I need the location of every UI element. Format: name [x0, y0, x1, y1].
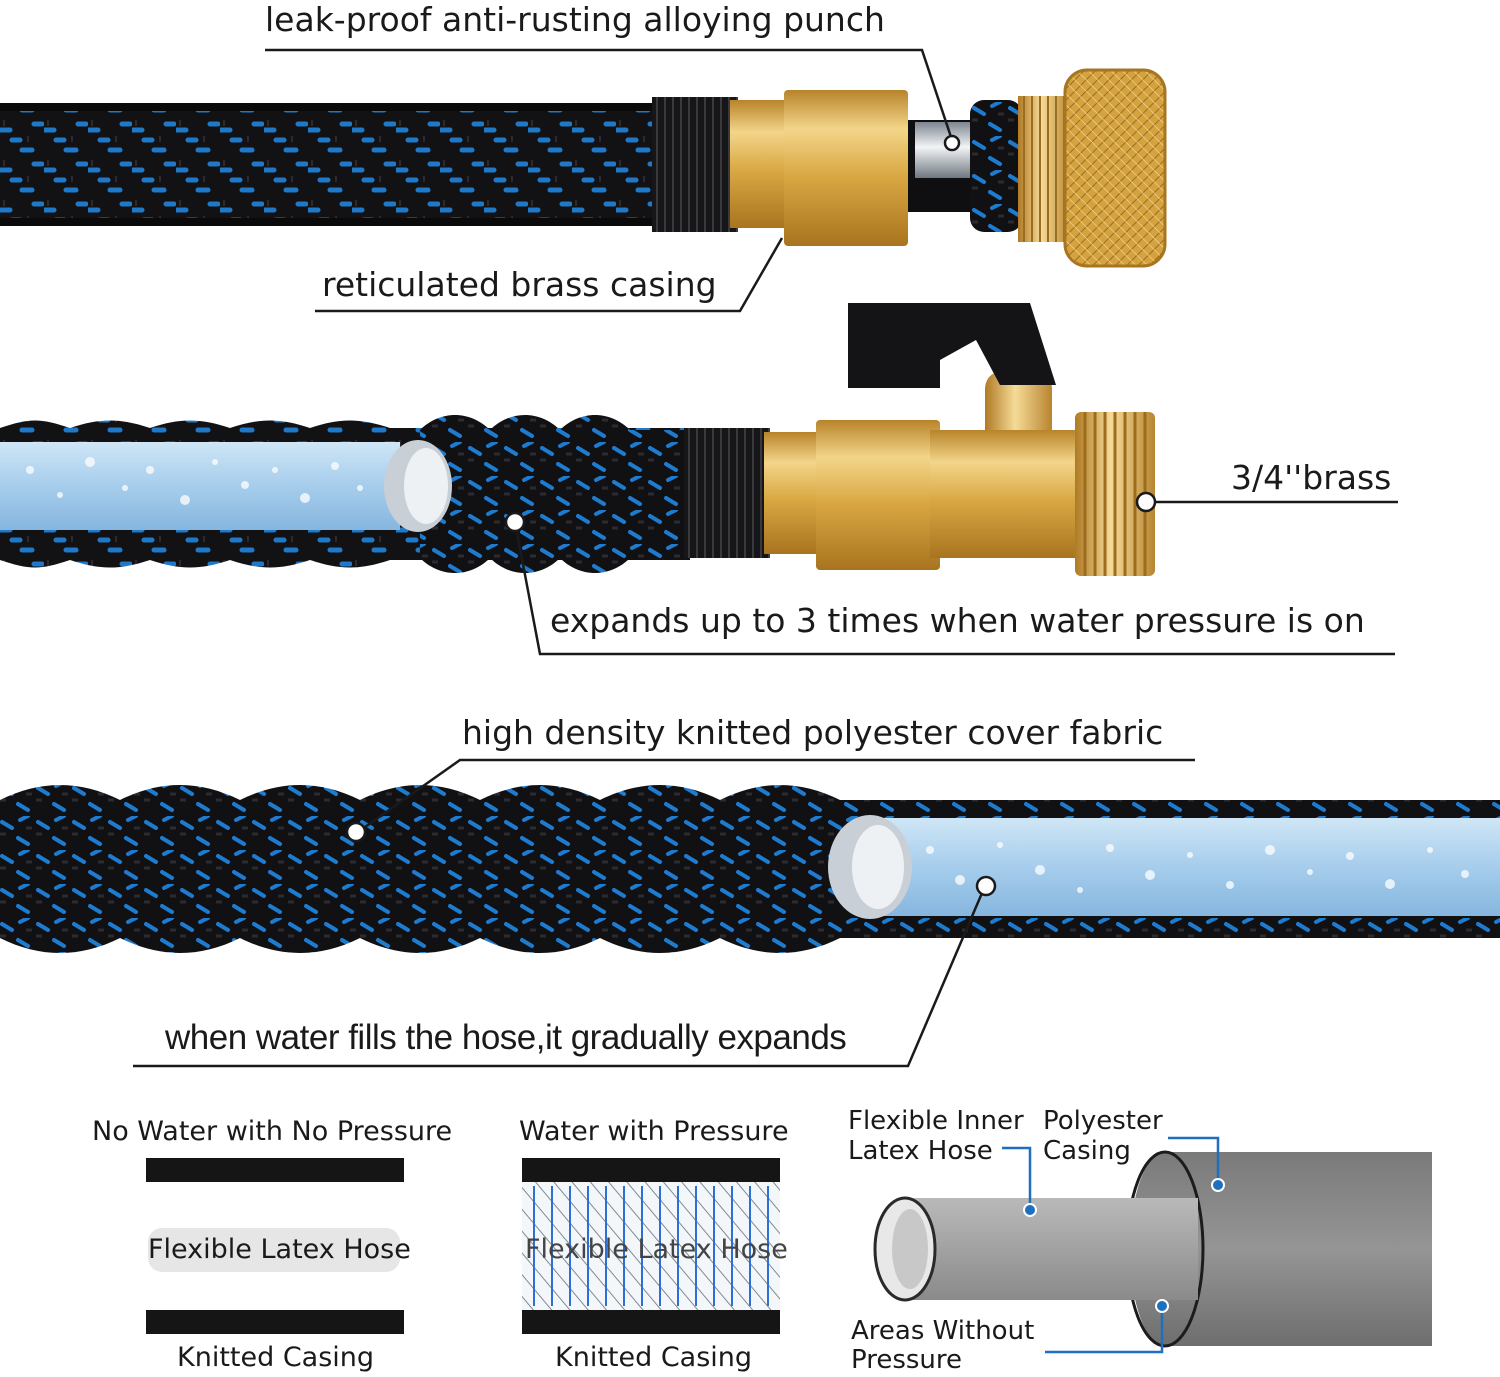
callout-brass-label: 3/4''brass: [1231, 458, 1392, 497]
panel1-latex-label: Flexible Latex Hose: [148, 1234, 411, 1265]
panel1-title: No Water with No Pressure: [92, 1116, 453, 1147]
top-brass-thread: [1018, 96, 1070, 242]
inner-latex-label-line1: Flexible Inner: [848, 1106, 1024, 1136]
valve-brass-body-left: [816, 420, 940, 570]
leader-punch: [265, 48, 954, 141]
panel1-casing-top: [146, 1158, 404, 1182]
middle-hose-ferrule: [684, 428, 770, 558]
middle-brass-thread: [1075, 412, 1155, 576]
callout-expands-label: expands up to 3 times when water pressur…: [550, 601, 1365, 640]
top-hose-fabric: [0, 103, 662, 226]
leader-fabric: [357, 758, 1195, 834]
callout-fills-label: when water fills the hose,it gradually e…: [165, 1018, 847, 1057]
callout-leaders: [133, 48, 1398, 1068]
leader-casing: [315, 237, 784, 313]
callout-fabric-label: high density knitted polyester cover fab…: [462, 713, 1164, 752]
polyester-casing-tube: [1130, 1152, 1432, 1346]
inner-latex-tube: [875, 1198, 1198, 1300]
panel1-casing-bottom: [146, 1310, 404, 1334]
panel2-casing-top: [522, 1158, 780, 1182]
alloy-punch: [915, 122, 975, 178]
reticulated-brass-casing: [784, 90, 908, 246]
middle-latex-hose: [0, 442, 400, 530]
panel2-latex-label: Flexible Latex Hose: [525, 1234, 788, 1265]
valve-handle: [848, 303, 1056, 388]
inner-latex-label-line2: Latex Hose: [848, 1136, 993, 1166]
leader-inner-latex: [1002, 1146, 1032, 1208]
bottom-hose-illustration: [0, 785, 1500, 953]
leader-polyester-casing: [1168, 1136, 1220, 1183]
leader-fills: [133, 885, 987, 1068]
callout-casing-label: reticulated brass casing: [322, 265, 717, 304]
leader-expands: [513, 521, 1395, 656]
knurled-brass-nut: [1065, 70, 1165, 266]
middle-hose-illustration: [0, 303, 1155, 576]
bottom-latex-hose: [860, 818, 1500, 916]
polyester-casing-label-line1: Polyester: [1043, 1106, 1163, 1136]
panel1-latex-hose: [148, 1228, 400, 1272]
cross-section-dots: [1023, 1178, 1225, 1313]
polyester-casing-label-line2: Casing: [1043, 1136, 1131, 1166]
panel-with-pressure-graphic: [522, 1158, 780, 1334]
panel-cross-section-graphic: [873, 1150, 1432, 1348]
areas-label-line2: Pressure: [851, 1345, 963, 1375]
panel2-pressure-arrows: [533, 1186, 769, 1306]
punch-fabric-ring: [970, 100, 1022, 232]
panel2-casing-label: Knitted Casing: [555, 1342, 753, 1373]
callout-punch-label: leak-proof anti-rusting alloying punch: [265, 0, 885, 39]
middle-brass-collar: [764, 432, 822, 554]
panel2-title: Water with Pressure: [519, 1116, 789, 1147]
callout-dots: [345, 134, 1157, 897]
top-brass-collar: [730, 100, 790, 228]
leader-areas-without-pressure: [1045, 1308, 1164, 1354]
cross-section-leaders: [1002, 1136, 1220, 1354]
panel-no-pressure-graphic: [146, 1158, 404, 1334]
panel2-pressurized-latex: [522, 1182, 780, 1310]
areas-label-line1: Areas Without: [851, 1316, 1035, 1346]
panel2-casing-bottom: [522, 1310, 780, 1334]
top-hose-illustration: [0, 68, 1167, 268]
valve-brass-body-right: [930, 430, 1080, 558]
top-hose-ferrule: [652, 97, 738, 232]
panel1-casing-label: Knitted Casing: [177, 1342, 375, 1373]
middle-hose-fabric-expanded: [420, 415, 690, 573]
